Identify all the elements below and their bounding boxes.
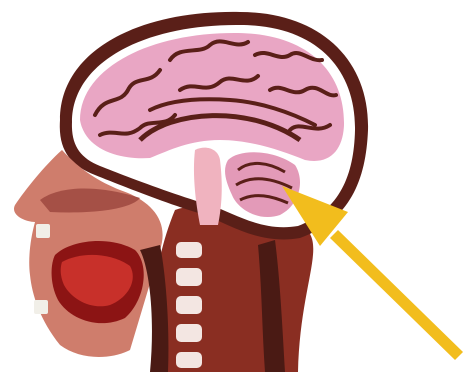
brainstem [194, 148, 222, 225]
